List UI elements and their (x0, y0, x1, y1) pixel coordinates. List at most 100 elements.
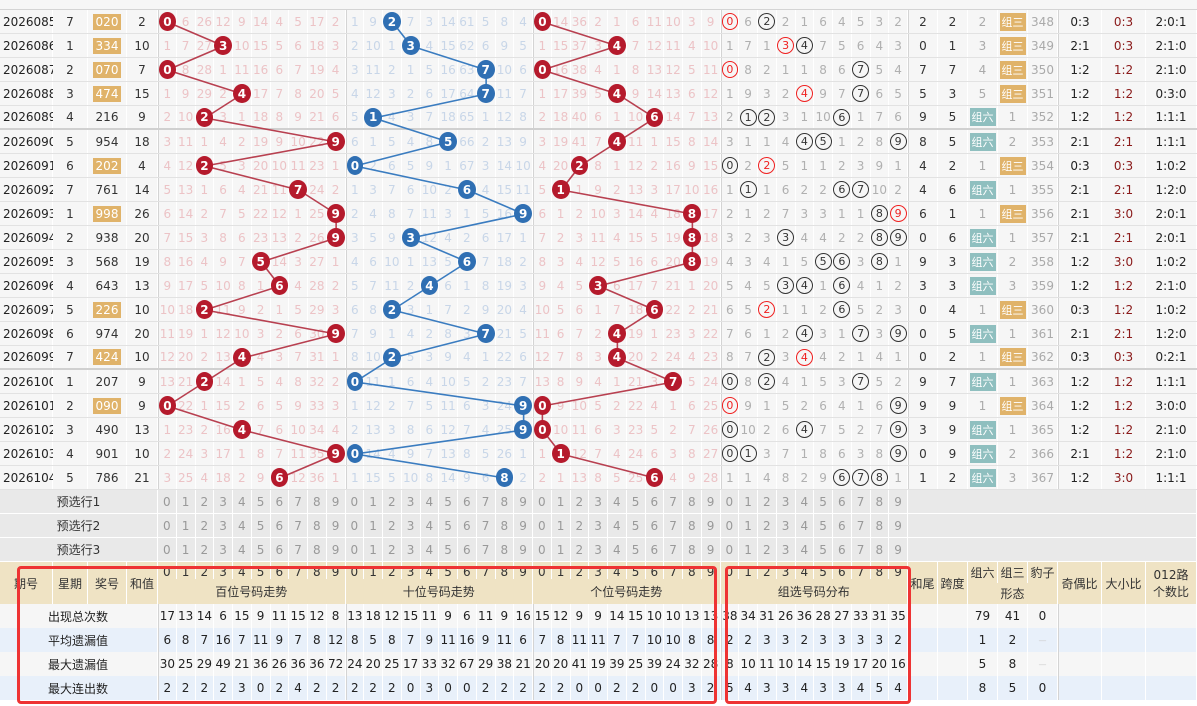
preselect-digit[interactable]: 7 (476, 514, 496, 538)
preselect-digit[interactable]: 1 (739, 514, 758, 538)
header-issue[interactable]: 期号 (0, 562, 53, 604)
preselect-digit[interactable]: 7 (664, 538, 683, 562)
preselect-digit[interactable]: 9 (701, 490, 721, 514)
preselect-digit[interactable]: 0 (158, 490, 177, 514)
preselect-digit[interactable]: 0 (345, 490, 365, 514)
preselect-digit[interactable]: 4 (420, 514, 440, 538)
preselect-digit[interactable]: 4 (608, 538, 627, 562)
preselect-digit[interactable]: 6 (645, 514, 665, 538)
preselect-digit[interactable]: 8 (308, 514, 327, 538)
preselect-digit[interactable]: 9 (326, 514, 346, 538)
preselect-digit[interactable]: 8 (870, 490, 890, 514)
preselect-digit[interactable]: 3 (401, 514, 421, 538)
preselect-digit[interactable]: 3 (214, 538, 233, 562)
preselect-digit[interactable]: 6 (645, 490, 665, 514)
preselect-digit[interactable]: 5 (626, 514, 646, 538)
preselect-digit[interactable]: 2 (570, 514, 590, 538)
preselect-digit[interactable]: 7 (289, 538, 308, 562)
preselect-digit[interactable]: 2 (758, 538, 777, 562)
preselect-digit[interactable]: 7 (851, 490, 871, 514)
preselect-digit[interactable]: 5 (814, 490, 833, 514)
preselect-digit[interactable]: 8 (495, 538, 515, 562)
preselect-digit[interactable]: 8 (683, 514, 702, 538)
preselect-digit[interactable]: 2 (570, 538, 590, 562)
preselect-digit[interactable]: 1 (551, 538, 571, 562)
preselect-digit[interactable]: 3 (589, 538, 608, 562)
preselect-digit[interactable]: 4 (420, 538, 440, 562)
preselect-digit[interactable]: 2 (758, 514, 777, 538)
preselect-digit[interactable]: 3 (401, 490, 421, 514)
preselect-digit[interactable]: 4 (233, 514, 252, 538)
preselect-digit[interactable]: 4 (608, 514, 627, 538)
preselect-digit[interactable]: 5 (814, 538, 833, 562)
preselect-digit[interactable]: 1 (176, 490, 196, 514)
preselect-digit[interactable]: 2 (758, 490, 777, 514)
preselect-digit[interactable]: 6 (270, 490, 290, 514)
preselect-digit[interactable]: 0 (158, 514, 177, 538)
preselect-digit[interactable]: 3 (214, 490, 233, 514)
preselect-digit[interactable]: 6 (458, 490, 477, 514)
preselect-digit[interactable]: 9 (889, 490, 908, 514)
preselect-digit[interactable]: 5 (439, 538, 458, 562)
preselect-digit[interactable]: 0 (158, 538, 177, 562)
preselect-digit[interactable]: 1 (364, 490, 383, 514)
preselect-digit[interactable]: 6 (458, 538, 477, 562)
preselect-digit[interactable]: 9 (326, 538, 346, 562)
preselect-digit[interactable]: 8 (870, 514, 890, 538)
preselect-digit[interactable]: 3 (776, 490, 796, 514)
preselect-digit[interactable]: 8 (495, 514, 515, 538)
preselect-digit[interactable]: 5 (814, 514, 833, 538)
preselect-digit[interactable]: 7 (289, 514, 308, 538)
preselect-digit[interactable]: 8 (683, 538, 702, 562)
preselect-digit[interactable]: 1 (176, 514, 196, 538)
preselect-digit[interactable]: 0 (533, 538, 552, 562)
preselect-digit[interactable]: 1 (364, 514, 383, 538)
preselect-digit[interactable]: 5 (626, 538, 646, 562)
preselect-digit[interactable]: 1 (551, 490, 571, 514)
preselect-digit[interactable]: 0 (345, 538, 365, 562)
preselect-digit[interactable]: 2 (383, 490, 402, 514)
preselect-digit[interactable]: 9 (514, 514, 533, 538)
preselect-digit[interactable]: 7 (664, 514, 683, 538)
preselect-digit[interactable]: 5 (251, 490, 271, 514)
preselect-digit[interactable]: 2 (383, 538, 402, 562)
preselect-digit[interactable]: 9 (701, 538, 721, 562)
preselect-digit[interactable]: 9 (701, 514, 721, 538)
preselect-digit[interactable]: 1 (551, 514, 571, 538)
preselect-digit[interactable]: 2 (195, 514, 215, 538)
preselect-digit[interactable]: 4 (233, 490, 252, 514)
preselect-digit[interactable]: 7 (664, 490, 683, 514)
preselect-digit[interactable]: 7 (476, 490, 496, 514)
preselect-digit[interactable]: 7 (851, 538, 871, 562)
preselect-digit[interactable]: 2 (383, 514, 402, 538)
preselect-digit[interactable]: 3 (401, 538, 421, 562)
preselect-digit[interactable]: 1 (176, 538, 196, 562)
preselect-digit[interactable]: 7 (476, 538, 496, 562)
preselect-digit[interactable]: 6 (833, 490, 852, 514)
preselect-digit[interactable]: 5 (251, 538, 271, 562)
preselect-digit[interactable]: 9 (514, 490, 533, 514)
preselect-digit[interactable]: 9 (889, 514, 908, 538)
preselect-digit[interactable]: 7 (851, 514, 871, 538)
preselect-digit[interactable]: 6 (833, 514, 852, 538)
preselect-digit[interactable]: 3 (214, 514, 233, 538)
preselect-digit[interactable]: 3 (776, 514, 796, 538)
preselect-digit[interactable]: 6 (270, 538, 290, 562)
preselect-digit[interactable]: 1 (739, 490, 758, 514)
preselect-digit[interactable]: 1 (364, 538, 383, 562)
preselect-digit[interactable]: 9 (889, 538, 908, 562)
preselect-digit[interactable]: 5 (439, 490, 458, 514)
preselect-digit[interactable]: 0 (533, 490, 552, 514)
preselect-digit[interactable]: 3 (589, 514, 608, 538)
preselect-digit[interactable]: 6 (833, 538, 852, 562)
preselect-digit[interactable]: 0 (720, 538, 740, 562)
preselect-digit[interactable]: 0 (345, 514, 365, 538)
preselect-digit[interactable]: 4 (795, 490, 815, 514)
preselect-digit[interactable]: 8 (870, 538, 890, 562)
preselect-digit[interactable]: 0 (720, 490, 740, 514)
preselect-digit[interactable]: 5 (439, 514, 458, 538)
preselect-digit[interactable]: 6 (270, 514, 290, 538)
preselect-digit[interactable]: 2 (195, 490, 215, 514)
preselect-digit[interactable]: 1 (739, 538, 758, 562)
preselect-digit[interactable]: 8 (308, 490, 327, 514)
